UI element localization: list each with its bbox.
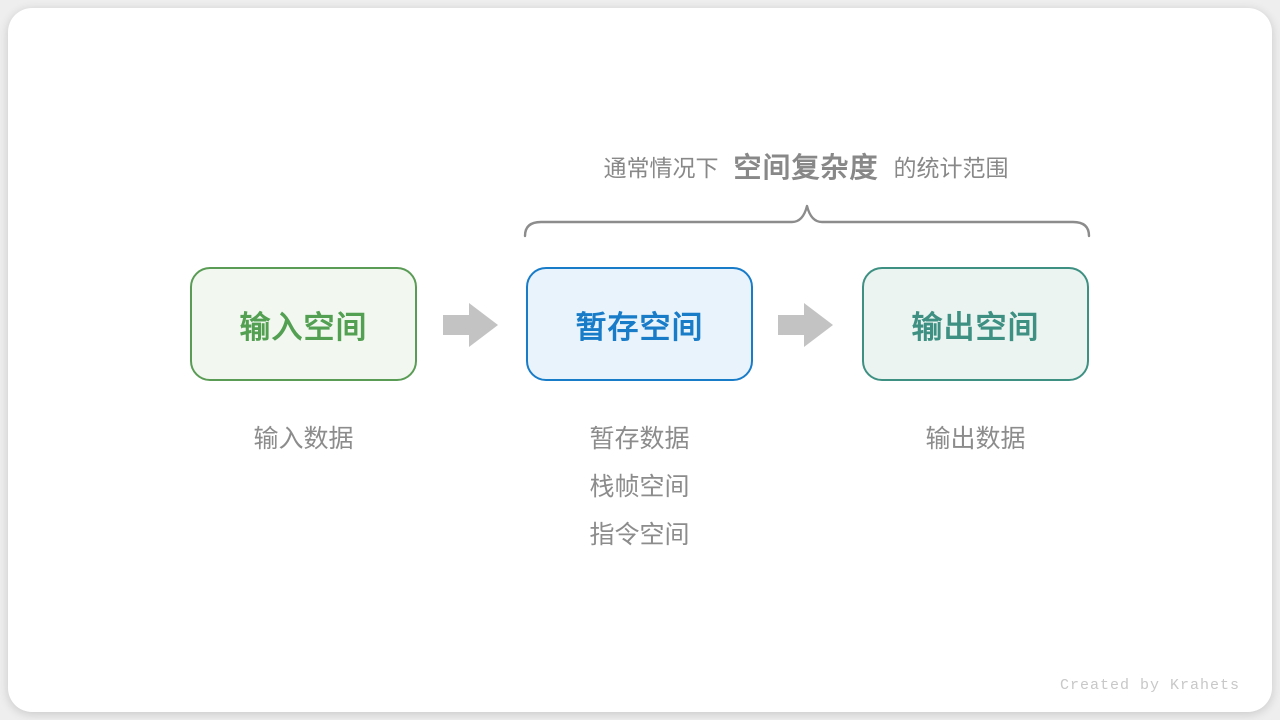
output-space-box: 输出空间 bbox=[862, 267, 1089, 381]
temp-space-sublabels: 暂存数据 栈帧空间 指令空间 bbox=[526, 424, 753, 550]
curly-brace bbox=[523, 204, 1091, 238]
right-arrow-icon bbox=[778, 303, 833, 347]
sublabel-output-data: 输出数据 bbox=[925, 425, 1026, 453]
scope-title-highlight: 空间复杂度 bbox=[733, 152, 879, 183]
right-arrow-shape bbox=[778, 303, 833, 347]
scope-title: 通常情况下 空间复杂度 的统计范围 bbox=[520, 146, 1092, 186]
scope-title-suffix: 的统计范围 bbox=[893, 155, 1009, 181]
input-space-box: 输入空间 bbox=[190, 267, 417, 381]
temp-space-label: 暂存空间 bbox=[575, 309, 704, 345]
sublabel-instruction-space: 指令空间 bbox=[589, 521, 690, 549]
right-arrow-icon bbox=[443, 303, 498, 347]
attribution-text: Created by Krahets bbox=[1059, 677, 1240, 694]
input-space-label: 输入空间 bbox=[239, 309, 368, 345]
right-arrow-shape bbox=[443, 303, 498, 347]
scope-title-prefix: 通常情况下 bbox=[603, 155, 719, 181]
sublabel-temp-data: 暂存数据 bbox=[589, 425, 690, 453]
sublabel-stack-frame-space: 栈帧空间 bbox=[589, 473, 690, 501]
output-space-label: 输出空间 bbox=[911, 309, 1040, 345]
sublabel-input-data: 输入数据 bbox=[253, 425, 354, 453]
output-space-sublabels: 输出数据 bbox=[862, 424, 1089, 454]
input-space-sublabels: 输入数据 bbox=[190, 424, 417, 454]
temp-space-box: 暂存空间 bbox=[526, 267, 753, 381]
curly-brace-path bbox=[523, 204, 1091, 238]
